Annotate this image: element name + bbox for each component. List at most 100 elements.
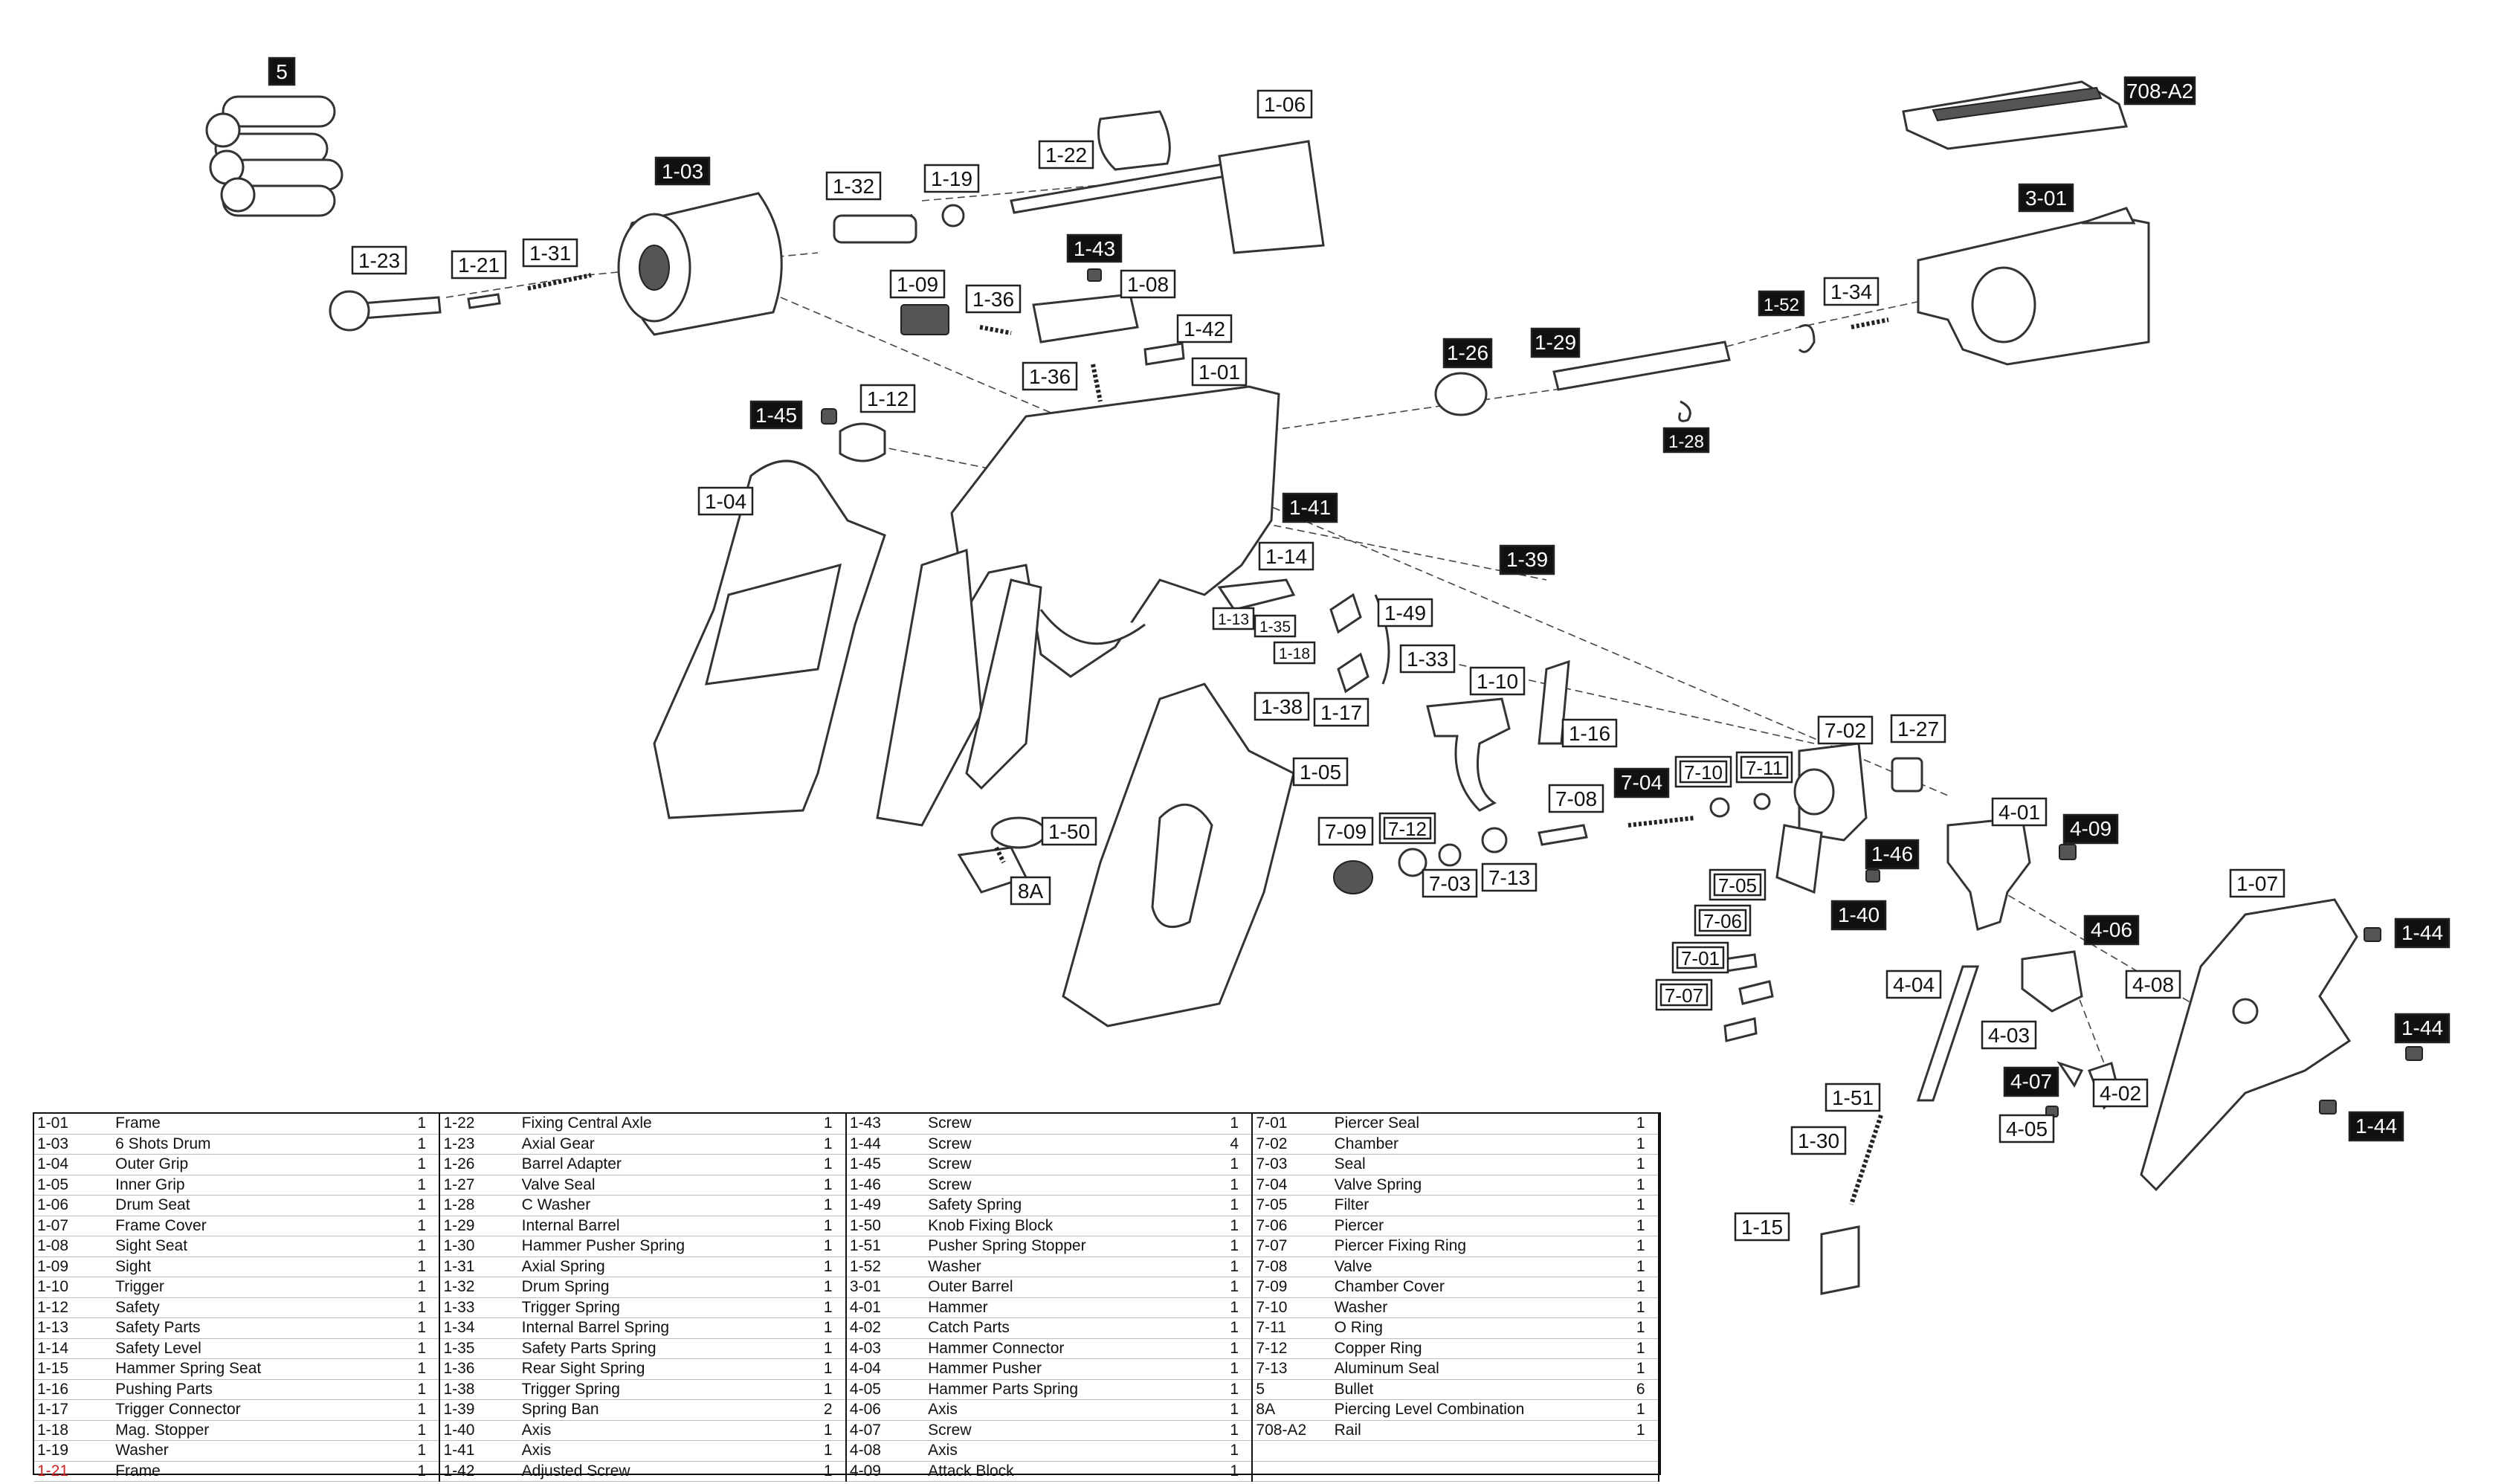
part-name-cell: Frame Cover xyxy=(108,1216,404,1236)
callout-4-01: 4-01 xyxy=(1991,797,2048,827)
part-name-cell: Chamber xyxy=(1326,1134,1624,1155)
part-qty-cell: 1 xyxy=(1216,1256,1254,1277)
part-name-cell: Washer xyxy=(1326,1297,1624,1318)
part-code-cell: 1-17 xyxy=(34,1399,109,1421)
part-code-cell: 1-04 xyxy=(34,1154,109,1175)
part-name-cell: Barrel Adapter xyxy=(514,1154,811,1175)
part-name-cell: Safety xyxy=(108,1297,404,1318)
callout-1-23: 1-23 xyxy=(351,245,407,275)
part-code-cell: 7-06 xyxy=(1251,1216,1327,1236)
part-qty-cell: 1 xyxy=(1216,1420,1254,1441)
callout-label: 1-16 xyxy=(1569,722,1610,745)
part-qty-cell: 1 xyxy=(404,1175,441,1196)
callout-7-10: 7-10 xyxy=(1674,755,1732,788)
callout-1-45: 1-45 xyxy=(749,400,803,430)
callout-1-05: 1-05 xyxy=(1292,757,1349,787)
callout-4-04: 4-04 xyxy=(1885,970,1942,999)
callout-7-09: 7-09 xyxy=(1317,816,1374,846)
callout-7-08: 7-08 xyxy=(1548,784,1604,813)
part-qty-cell: 1 xyxy=(1623,1297,1659,1318)
callout-label: 1-38 xyxy=(1261,695,1303,718)
callout-label: 8A xyxy=(1018,880,1044,903)
part-qty-cell: 1 xyxy=(1216,1338,1254,1359)
callout-4-05: 4-05 xyxy=(1998,1114,2055,1143)
part-qty-cell: 1 xyxy=(810,1256,847,1277)
callout-label: 7-06 xyxy=(1703,910,1742,932)
part-code-cell: 1-15 xyxy=(34,1358,109,1380)
callout-1-50: 1-50 xyxy=(1041,816,1097,846)
callout-label: 1-19 xyxy=(931,167,972,190)
part-name-cell: Seal xyxy=(1326,1154,1624,1175)
callout-label: 1-13 xyxy=(1218,611,1249,628)
part-qty-cell: 1 xyxy=(810,1154,847,1175)
callout-7-11: 7-11 xyxy=(1735,751,1793,784)
callout-label: 1-36 xyxy=(972,288,1014,311)
callout-1-43: 1-43 xyxy=(1066,233,1123,263)
callout-label: 1-40 xyxy=(1838,903,1880,926)
part-qty-cell: 1 xyxy=(1216,1195,1254,1216)
callout-1-01: 1-01 xyxy=(1191,357,1248,387)
callout-label: 1-12 xyxy=(867,387,909,410)
callout-label: 4-05 xyxy=(2006,1117,2048,1141)
callout-7-05: 7-05 xyxy=(1709,868,1767,901)
callout-label: 1-49 xyxy=(1384,601,1426,625)
callout-label: 1-14 xyxy=(1265,545,1307,568)
frame-cover-part xyxy=(2140,898,2358,1192)
part-name-cell: Adjusted Screw xyxy=(514,1461,811,1482)
callout-1-49: 1-49 xyxy=(1377,598,1433,628)
part-name-cell: Outer Barrel xyxy=(920,1277,1217,1298)
callout-label: 4-01 xyxy=(1998,801,2040,824)
callout-1-30: 1-30 xyxy=(1790,1126,1847,1155)
inner-grip-part xyxy=(1062,683,1295,1027)
part-qty-cell: 1 xyxy=(1623,1256,1659,1277)
callout-label: 4-08 xyxy=(2132,973,2174,996)
part-qty-cell: 1 xyxy=(404,1399,441,1421)
part-name-cell: Filter xyxy=(1326,1195,1624,1216)
callout-label: 4-03 xyxy=(1988,1024,2030,1047)
part-code-cell: 7-12 xyxy=(1251,1338,1327,1359)
part-qty-cell: 6 xyxy=(1623,1379,1659,1400)
part-code-cell: 7-07 xyxy=(1251,1236,1327,1257)
callout-1-28: 1-28 xyxy=(1662,427,1710,454)
part-name-cell xyxy=(1326,1461,1624,1482)
callout-label: 1-51 xyxy=(1832,1086,1874,1109)
callout-label: 5 xyxy=(276,60,288,83)
part-code-cell: 1-05 xyxy=(34,1175,109,1196)
callout-5: 5 xyxy=(268,57,296,86)
part-code-cell: 7-05 xyxy=(1251,1195,1327,1216)
part-qty-cell: 1 xyxy=(1216,1114,1254,1135)
callout-7-07: 7-07 xyxy=(1655,978,1713,1011)
callout-1-13: 1-13 xyxy=(1212,607,1255,630)
callout-label: 1-04 xyxy=(705,490,746,513)
part-code-cell: 1-30 xyxy=(439,1236,514,1257)
callout-1-40: 1-40 xyxy=(1830,900,1887,931)
part-name-cell: Screw xyxy=(920,1420,1217,1441)
part-name-cell: Hammer Pusher xyxy=(920,1358,1217,1380)
callout-1-21: 1-21 xyxy=(451,250,507,280)
part-qty-cell: 1 xyxy=(1623,1236,1659,1257)
callout-label: 1-33 xyxy=(1407,648,1448,671)
part-code-cell: 1-27 xyxy=(439,1175,514,1196)
part-name-cell: Axis xyxy=(514,1440,811,1462)
callout-label: 1-05 xyxy=(1300,761,1341,784)
callout-1-34: 1-34 xyxy=(1823,277,1880,306)
part-code-cell: 8A xyxy=(1251,1399,1327,1421)
part-name-cell: 6 Shots Drum xyxy=(108,1134,404,1155)
part-code-cell: 7-09 xyxy=(1251,1277,1327,1298)
part-qty-cell: 1 xyxy=(404,1154,441,1175)
part-qty-cell: 1 xyxy=(1623,1338,1659,1359)
part-name-cell: Trigger Spring xyxy=(514,1297,811,1318)
callout-label: 7-09 xyxy=(1325,820,1367,843)
part-name-cell: Chamber Cover xyxy=(1326,1277,1624,1298)
part-qty-cell: 1 xyxy=(1216,1317,1254,1339)
callout-label: 7-12 xyxy=(1388,818,1427,840)
callout-label: 4-02 xyxy=(2100,1082,2141,1105)
callout-label: 7-05 xyxy=(1718,874,1757,897)
small-screws xyxy=(821,268,2423,1117)
callout-label: 1-30 xyxy=(1798,1129,1839,1152)
part-code-cell: 7-02 xyxy=(1251,1134,1327,1155)
